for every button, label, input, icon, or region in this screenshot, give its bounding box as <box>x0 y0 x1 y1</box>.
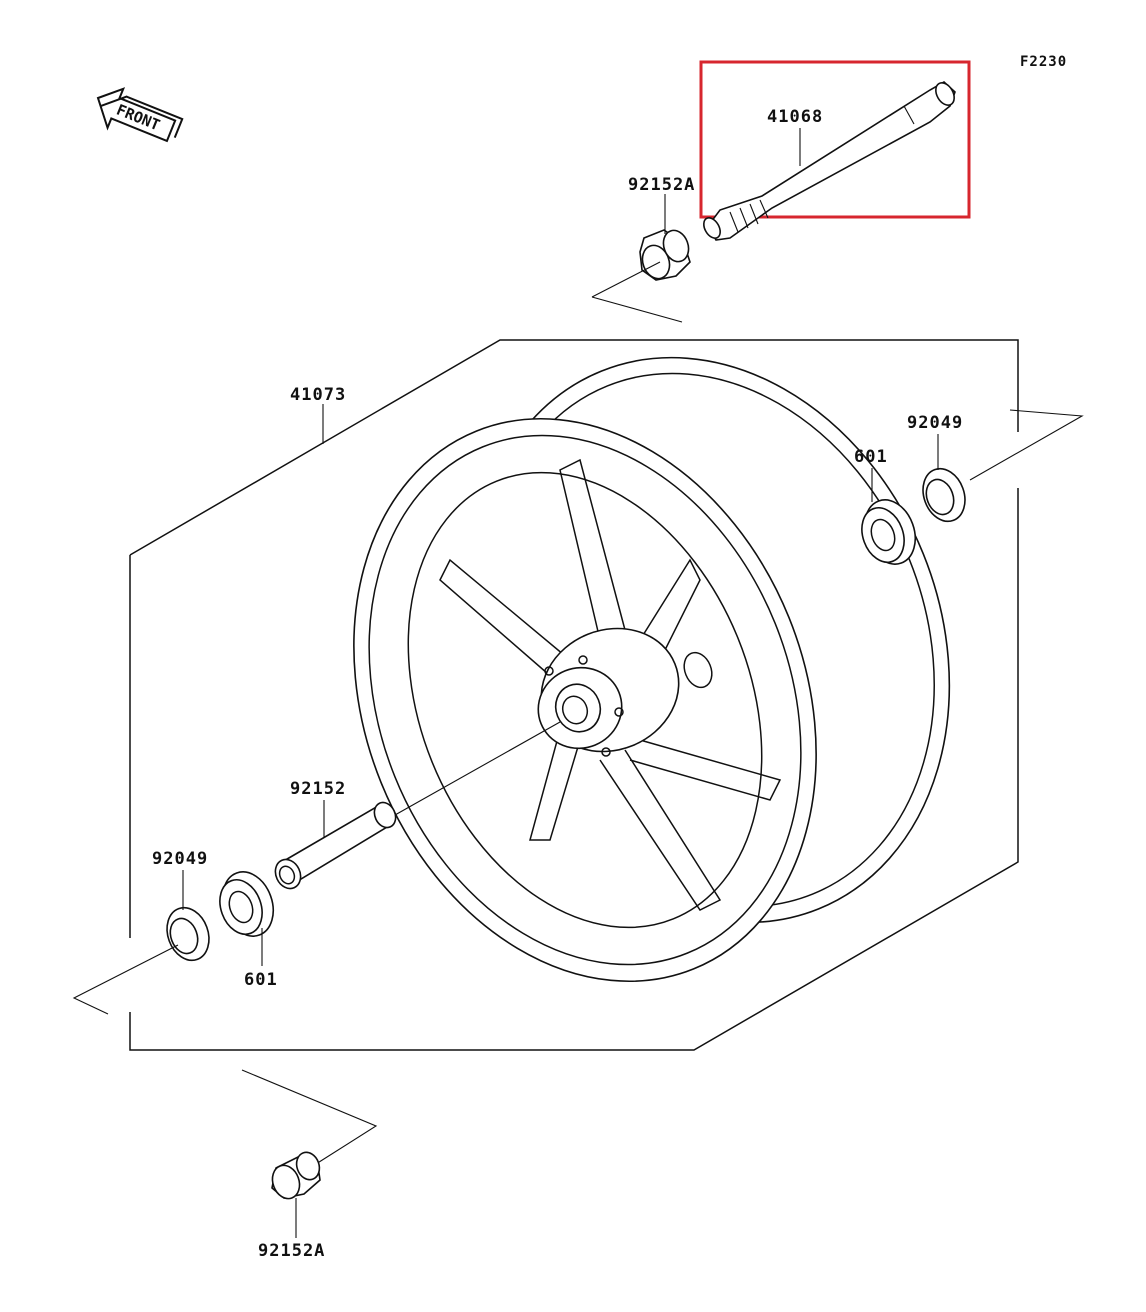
oil-seal-left-92049[interactable] <box>160 902 216 966</box>
oil-seal-right-92049[interactable] <box>916 463 972 527</box>
label-41068[interactable]: 41068 <box>767 107 823 127</box>
wheel-frame-top <box>129 339 1019 556</box>
axis-line-center <box>394 721 561 816</box>
label-92152A-bottom[interactable]: 92152A <box>258 1241 325 1261</box>
bearing-left-601[interactable] <box>213 865 282 943</box>
diagram-code: F2230 <box>1020 54 1067 70</box>
wheel-frame-bottom <box>129 488 1019 1051</box>
label-92049-left[interactable]: 92049 <box>152 849 208 869</box>
spacer-92152[interactable] <box>271 799 400 893</box>
label-92049-right[interactable]: 92049 <box>907 413 963 433</box>
highlight-frame <box>699 60 971 219</box>
collar-top-92152A[interactable] <box>638 227 693 283</box>
label-92152A-top[interactable]: 92152A <box>628 175 695 195</box>
front-arrow-icon: FRONT <box>96 87 184 143</box>
label-41073[interactable]: 41073 <box>290 385 346 405</box>
axis-line-top <box>591 261 683 323</box>
axle-41068[interactable] <box>700 80 957 241</box>
label-601-left[interactable]: 601 <box>244 970 278 990</box>
label-92152[interactable]: 92152 <box>290 779 346 799</box>
label-601-right[interactable]: 601 <box>854 447 888 467</box>
axis-line-left <box>72 944 179 1015</box>
collar-bottom-92152A[interactable] <box>268 1149 323 1202</box>
axis-line-right <box>969 409 1084 481</box>
axis-line-bottom <box>241 1069 378 1165</box>
wheel-41073[interactable] <box>272 285 1032 1051</box>
bearing-right-601[interactable] <box>855 493 924 571</box>
